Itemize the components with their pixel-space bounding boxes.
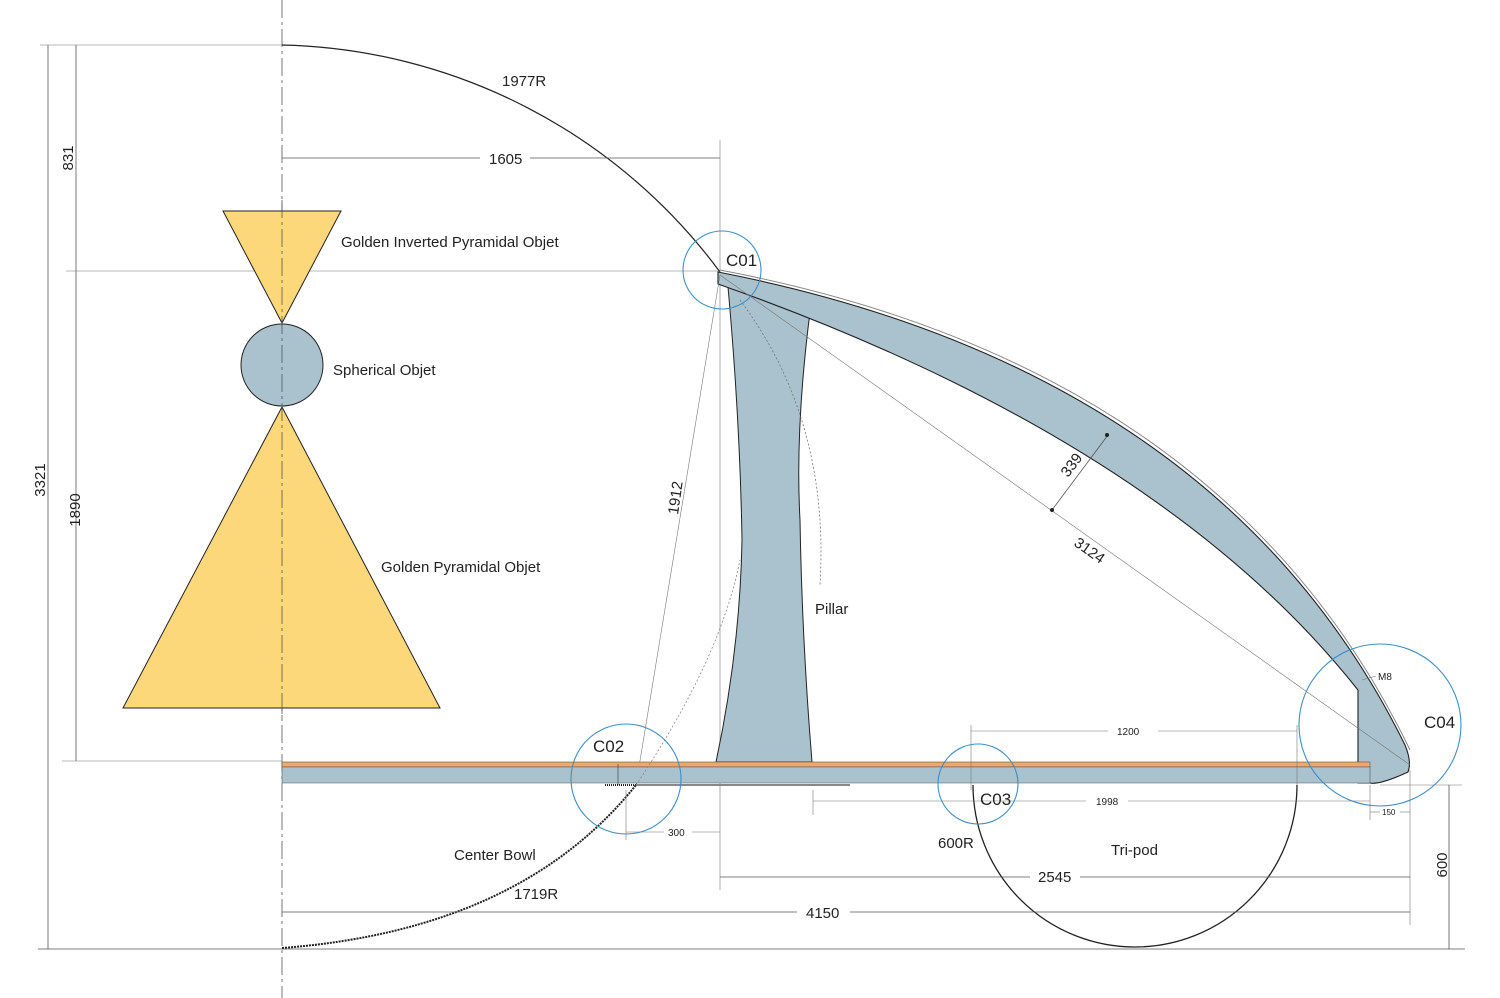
roof-edge (719, 269, 1411, 751)
dim-point (1105, 433, 1109, 437)
label-c04: C04 (1424, 713, 1455, 732)
dim-1890: 1890 (67, 493, 84, 526)
wood-deck (281, 761, 1371, 768)
dim-3124: 3124 (1071, 534, 1108, 567)
spherical-objet (240, 323, 324, 407)
dim-2545: 2545 (1038, 869, 1071, 886)
label-pillar: Pillar (815, 601, 848, 618)
dim-150: 150 (1382, 808, 1396, 817)
dim-1998: 1998 (1096, 797, 1119, 808)
dim-1912: 1912 (665, 480, 686, 515)
golden-pyramid (122, 405, 441, 709)
dim-4150: 4150 (806, 905, 839, 922)
line-1912 (635, 274, 721, 786)
label-c01: C01 (726, 251, 757, 270)
tripod-arc (972, 784, 1298, 948)
dim-1719r: 1719R (514, 886, 558, 903)
label-m8: M8 (1378, 672, 1392, 683)
label-center-bowl: Center Bowl (454, 847, 536, 864)
dim-1605: 1605 (489, 151, 522, 168)
detail-circle-c01 (682, 230, 762, 310)
dim-600r: 600R (938, 835, 974, 852)
dim-339-line (1051, 434, 1109, 511)
dim-1200: 1200 (1117, 727, 1140, 738)
detail-circle-c03 (937, 743, 1019, 825)
dim-point (1050, 508, 1054, 512)
label-sphere: Spherical Objet (333, 362, 436, 379)
label-c03: C03 (980, 790, 1011, 809)
dim-300: 300 (668, 828, 685, 839)
dim-3321: 3321 (32, 463, 49, 496)
label-inverted-pyramid: Golden Inverted Pyramidal Objet (341, 234, 559, 251)
center-bowl-arc-guide (635, 559, 741, 786)
dim-831: 831 (60, 145, 77, 170)
label-pyramid: Golden Pyramidal Objet (381, 559, 541, 576)
pillar (715, 286, 813, 763)
label-c02: C02 (593, 737, 624, 756)
dim-600: 600 (1434, 852, 1451, 877)
arc-1977r (281, 44, 721, 273)
dim-339: 339 (1058, 450, 1087, 480)
pillar-arc-guide (739, 299, 822, 586)
detail-circle-c02 (570, 723, 682, 835)
base-slab (281, 766, 1371, 784)
center-bowl-arc (281, 784, 637, 949)
chord-3124 (719, 274, 1411, 766)
detail-circle-c04 (1298, 643, 1462, 807)
roof-canopy (717, 271, 1411, 784)
label-tripod: Tri-pod (1111, 842, 1158, 859)
m8-leader (1361, 675, 1377, 681)
dim-1977r: 1977R (502, 73, 546, 90)
